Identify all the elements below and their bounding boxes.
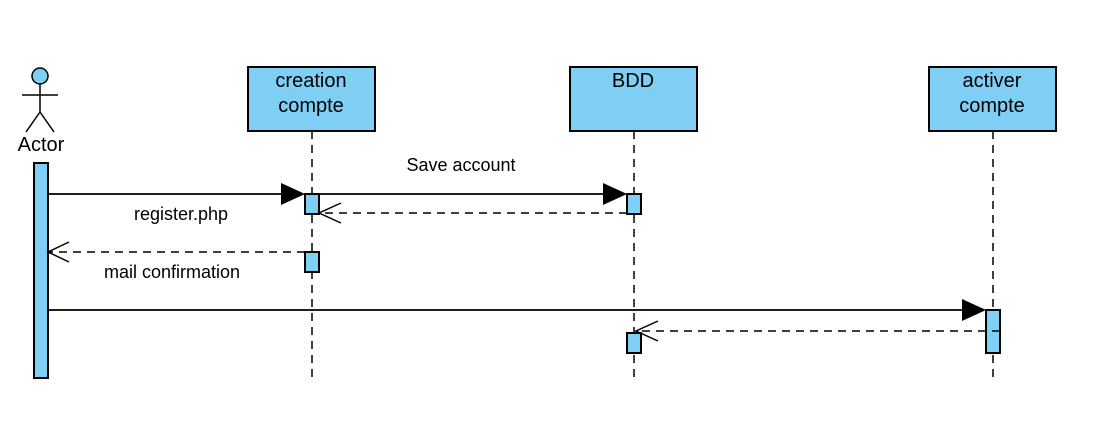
participant-label-line: compte [959, 95, 1025, 117]
message-register-php: register.php [48, 183, 305, 224]
participant-bdd: BDD [569, 66, 698, 132]
open-arrowhead-icon [46, 241, 70, 263]
filled-arrowhead-icon [603, 183, 627, 205]
filled-arrowhead-icon [281, 183, 305, 205]
message-label: Save account [406, 155, 515, 175]
message-actor-to-activer [48, 299, 986, 321]
actor-figure [22, 67, 58, 133]
activation-creation-2 [304, 251, 320, 273]
message-label: register.php [134, 204, 228, 224]
filled-arrowhead-icon [962, 299, 986, 321]
activation-bdd-2 [626, 332, 642, 354]
message-return-bdd-to-creation [317, 202, 627, 224]
actor-label: Actor [18, 134, 65, 156]
participant-label-line: creation [275, 70, 346, 92]
activation-creation-1 [304, 193, 320, 215]
message-return-activer-to-bdd [634, 320, 1000, 342]
message-mail-confirmation: mail confirmation [46, 241, 305, 282]
activation-bdd-1 [626, 193, 642, 215]
message-label: mail confirmation [104, 262, 240, 282]
participant-activer-compte: activer compte [928, 66, 1057, 132]
participant-creation-compte: creation compte [247, 66, 376, 132]
open-arrowhead-icon [634, 320, 659, 342]
participant-label-line: BDD [612, 70, 654, 92]
actor-head [31, 67, 49, 85]
actor-activation-bar [33, 162, 49, 379]
open-arrowhead-icon [317, 202, 342, 224]
message-save-account: Save account [319, 155, 627, 205]
participant-label-line: activer [963, 70, 1022, 92]
participant-label-line: compte [278, 95, 344, 117]
